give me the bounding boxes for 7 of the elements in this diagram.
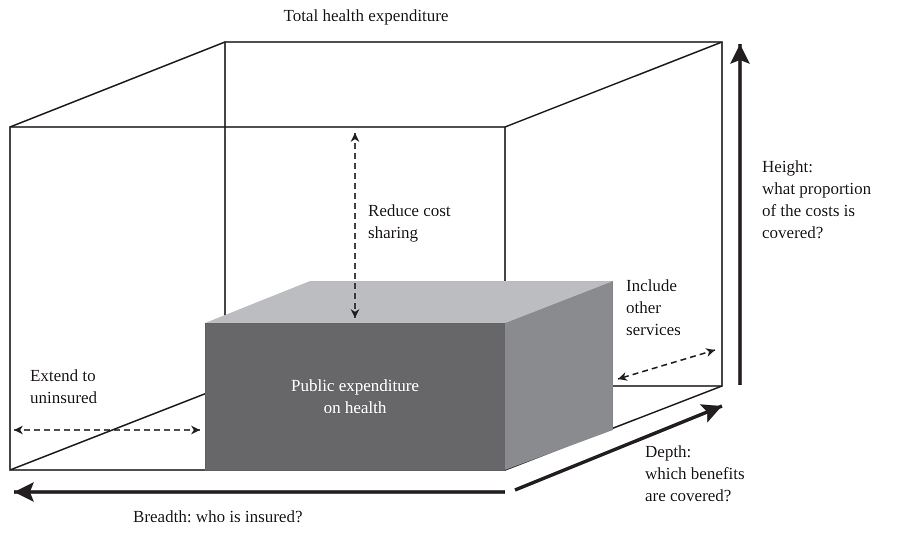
axis-label: Height: — [762, 156, 814, 178]
axis-label: what proportion of the costs is covered? — [762, 178, 872, 244]
heading: Total health expenditure — [282, 5, 450, 27]
block-label: Public expenditure on health — [290, 375, 420, 419]
axis-label: Depth: — [645, 441, 692, 463]
axis-label: Breadth: who is insured? — [133, 506, 304, 528]
axis-label: which benefits are covered? — [645, 463, 746, 507]
